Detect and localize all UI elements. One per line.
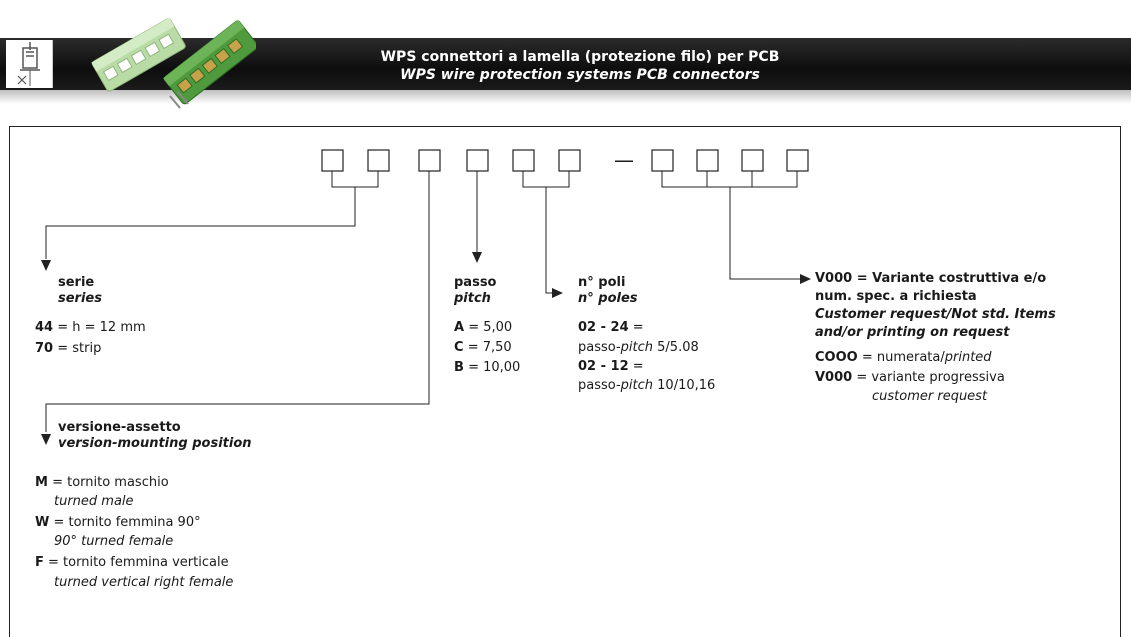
version-option-f: F = tornito femmina verticale	[35, 555, 229, 570]
code-box-pitch	[466, 149, 489, 172]
version-label-en: version-mounting position	[58, 436, 252, 451]
poles-option-1-pitch: passo-pitch 5/5.08	[578, 340, 699, 355]
variant-line-4: and/or printing on request	[815, 325, 1010, 340]
version-option-m: M = tornito maschio	[35, 475, 169, 490]
content-frame	[9, 126, 1121, 637]
version-label-it: versione-assetto	[58, 420, 181, 435]
variant-option-v000-en: customer request	[872, 389, 988, 404]
poles-option-2: 02 - 12 =	[578, 359, 644, 374]
code-box-variant-2	[696, 149, 719, 172]
variant-line-2: num. spec. a richiesta	[815, 289, 977, 304]
version-arrow	[41, 434, 51, 445]
variant-option-v000: V000 = variante progressiva	[815, 370, 1005, 385]
poles-arrow	[552, 288, 563, 298]
poles-label-it: n° poli	[578, 275, 626, 290]
code-separator: —	[614, 148, 634, 172]
header-title-it: WPS connettori a lamella (protezione fil…	[380, 49, 780, 65]
pitch-option-c: C = 7,50	[454, 340, 512, 355]
variant-option-cooo: COOO = numerata/printed	[815, 350, 992, 365]
version-option-m-en: turned male	[54, 494, 134, 509]
terminal-icon	[6, 40, 53, 88]
code-box-variant-1	[651, 149, 674, 172]
series-label-en: series	[58, 291, 102, 306]
code-box-poles-2	[558, 149, 581, 172]
variant-line-3: Customer request/Not std. Items	[815, 307, 1056, 322]
pitch-label-en: pitch	[454, 291, 491, 306]
pitch-option-a: A = 5,00	[454, 320, 513, 335]
variant-arrow	[800, 274, 811, 284]
code-box-poles-1	[512, 149, 535, 172]
series-label-it: serie	[58, 275, 95, 290]
pitch-arrow	[472, 252, 482, 263]
code-box-series-1	[321, 149, 344, 172]
code-box-variant-3	[741, 149, 764, 172]
code-diagram	[41, 149, 811, 445]
version-option-w: W = tornito femmina 90°	[35, 515, 201, 530]
variant-line-1: V000 = Variante costruttiva e/o	[815, 271, 1047, 286]
pitch-label-it: passo	[454, 275, 497, 290]
connector-product-photo	[91, 17, 256, 109]
poles-option-2-pitch: passo-pitch 10/10,16	[578, 378, 716, 393]
poles-label-en: n° poles	[578, 291, 638, 306]
header-title-en: WPS wire protection systems PCB connecto…	[400, 67, 760, 83]
series-option-70: 70 = strip	[35, 341, 102, 356]
poles-option-1: 02 - 24 =	[578, 320, 644, 335]
code-box-variant-4	[786, 149, 809, 172]
series-arrow	[41, 260, 51, 271]
code-box-version	[418, 149, 441, 172]
version-option-w-en: 90° turned female	[54, 534, 174, 549]
series-option-44: 44 = h = 12 mm	[35, 320, 146, 335]
code-box-series-2	[367, 149, 390, 172]
version-option-f-en: turned vertical right female	[54, 575, 234, 590]
pitch-option-b: B = 10,00	[454, 360, 521, 375]
